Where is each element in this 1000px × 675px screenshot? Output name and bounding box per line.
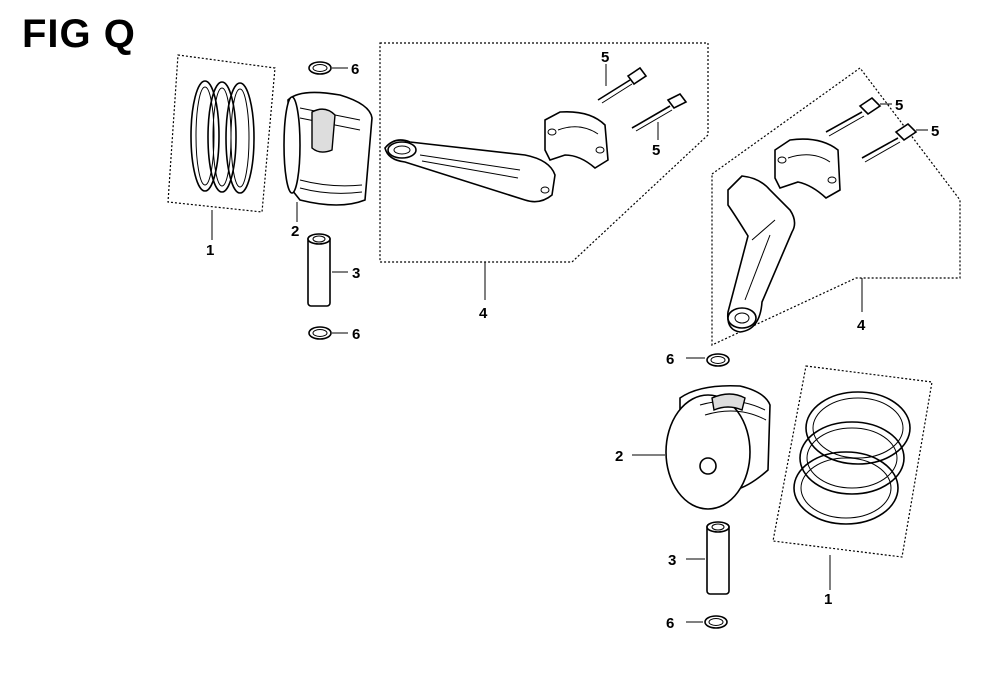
connecting-rod-right — [726, 175, 796, 333]
rod-bolt-left-a — [597, 66, 648, 104]
rod-cap-left — [544, 110, 609, 169]
circlip-right-top — [706, 353, 730, 367]
callout-bolt-right-a: 5 — [895, 97, 903, 114]
rod-bolt-left-b — [631, 92, 688, 132]
rod-bolt-right-a — [825, 96, 882, 137]
callout-rod-right: 4 — [857, 317, 866, 334]
callout-clip-right-bottom: 6 — [666, 615, 674, 632]
piston-left — [283, 91, 373, 206]
callout-rod-left: 4 — [479, 305, 488, 322]
callout-piston-left: 2 — [291, 223, 299, 240]
connecting-rod-left — [384, 139, 556, 203]
callout-bolt-left-b: 5 — [652, 142, 660, 159]
callout-bolt-left-a: 5 — [601, 49, 609, 66]
circlip-left-top — [308, 61, 332, 75]
rod-cap-right — [774, 138, 841, 199]
figure-title: FIG Q — [22, 12, 136, 56]
callout-clip-right-top: 6 — [666, 351, 674, 368]
circlip-left-bottom — [308, 326, 332, 340]
callout-clip-left-top: 6 — [351, 61, 359, 78]
piston-right — [665, 384, 771, 510]
piston-pin-right — [706, 521, 730, 595]
circlip-right-bottom — [704, 615, 728, 629]
callout-clip-left-bottom: 6 — [352, 326, 360, 343]
callout-pin-left: 3 — [352, 265, 360, 282]
rod-bolt-right-b — [861, 122, 918, 163]
callout-pin-right: 3 — [668, 552, 676, 569]
piston-rings-right — [793, 391, 911, 525]
piston-pin-left — [307, 233, 331, 307]
piston-rings-left — [167, 54, 276, 213]
callout-piston-right: 2 — [615, 448, 623, 465]
callout-rings-right: 1 — [824, 591, 832, 608]
callout-rings-left: 1 — [206, 242, 214, 259]
callout-bolt-right-b: 5 — [931, 123, 939, 140]
